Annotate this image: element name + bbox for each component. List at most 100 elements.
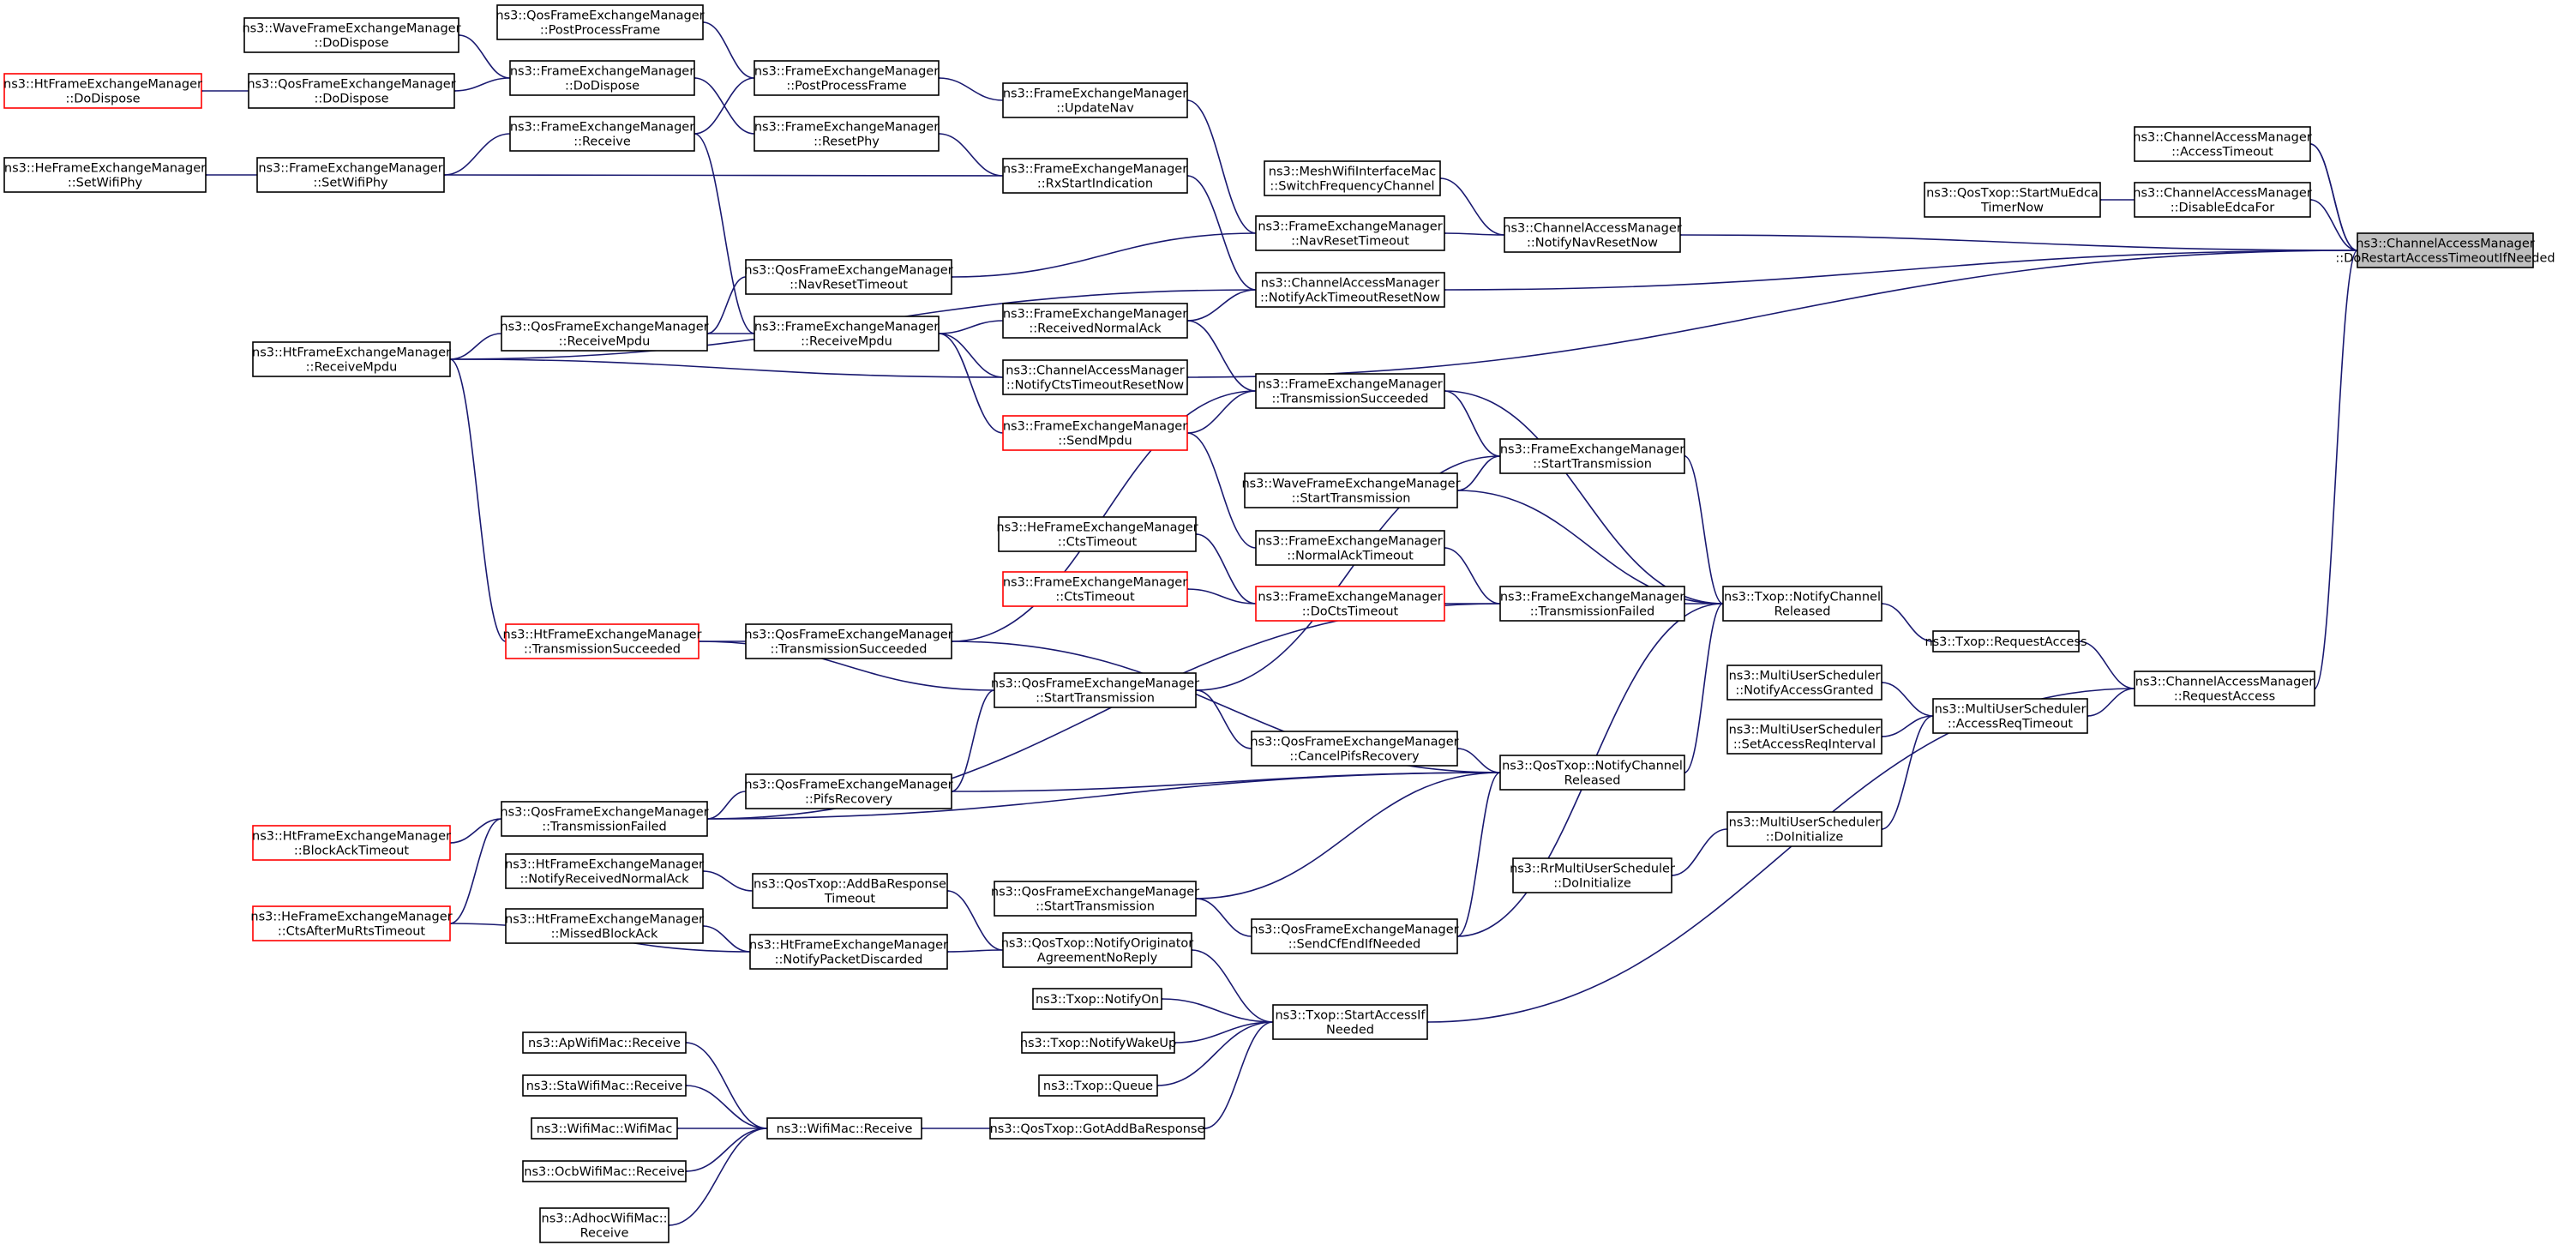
graph-node-rr-do-initialize[interactable]: ns3::RrMultiUserScheduler::DoInitialize bbox=[1510, 857, 1675, 893]
graph-node-fem-send-mpdu[interactable]: ns3::FrameExchangeManager::SendMpdu bbox=[1002, 415, 1188, 451]
node-box bbox=[1255, 530, 1445, 566]
graph-node-txop-request-access[interactable]: ns3::Txop::RequestAccess bbox=[1924, 630, 2087, 653]
node-label: ns3::FrameExchangeManager bbox=[1003, 420, 1187, 434]
graph-node-qfem-send-cf-end[interactable]: ns3::QosFrameExchangeManager::SendCfEndI… bbox=[1250, 918, 1459, 954]
graph-node-fem-rx-start[interactable]: ns3::FrameExchangeManager::RxStartIndica… bbox=[1002, 158, 1188, 194]
graph-node-txop-notify-on[interactable]: ns3::Txop::NotifyOn bbox=[1032, 988, 1162, 1010]
node-box bbox=[501, 316, 708, 352]
graph-node-qostxop-got-add-ba[interactable]: ns3::QosTxop::GotAddBaResponse bbox=[989, 1117, 1205, 1140]
graph-node-fem-normal-ack-timeout[interactable]: ns3::FrameExchangeManager::NormalAckTime… bbox=[1255, 530, 1445, 566]
graph-node-fem-receive-mpdu[interactable]: ns3::FrameExchangeManager::ReceiveMpdu bbox=[754, 316, 940, 352]
node-label: ::BlockAckTimeout bbox=[294, 845, 410, 858]
graph-node-fem-update-nav[interactable]: ns3::FrameExchangeManager::UpdateNav bbox=[1002, 82, 1188, 118]
graph-node-qfem-cancel-pifs[interactable]: ns3::QosFrameExchangeManager::CancelPifs… bbox=[1250, 731, 1459, 767]
graph-node-qfem-nav-reset-timeout[interactable]: ns3::QosFrameExchangeManager::NavResetTi… bbox=[744, 259, 953, 295]
node-label: ns3::QosTxop::AddBaResponse bbox=[754, 878, 946, 892]
graph-node-mus-access-req-timeout[interactable]: ns3::MultiUserScheduler::AccessReqTimeou… bbox=[1932, 698, 2088, 734]
graph-node-mesh-switch[interactable]: ns3::MeshWifiInterfaceMac::SwitchFrequen… bbox=[1264, 160, 1441, 196]
graph-node-fem-post-process[interactable]: ns3::FrameExchangeManager::PostProcessFr… bbox=[754, 60, 940, 96]
call-edge bbox=[1204, 1021, 1274, 1128]
node-label: ns3::ChannelAccessManager bbox=[1261, 277, 1440, 291]
graph-node-wifimac-wifimac[interactable]: ns3::WifiMac::WifiMac bbox=[531, 1117, 678, 1140]
node-label: ns3::QosFrameExchangeManager bbox=[744, 779, 952, 792]
graph-node-he-cts-after-mu-rts[interactable]: ns3::HeFrameExchangeManager::CtsAfterMuR… bbox=[250, 905, 453, 941]
graph-node-fem-do-dispose[interactable]: ns3::FrameExchangeManager::DoDispose bbox=[509, 60, 695, 96]
graph-node-txop-notify-wakeup[interactable]: ns3::Txop::NotifyWakeUp bbox=[1020, 1031, 1176, 1054]
node-label: ns3::QosFrameExchangeManager bbox=[991, 886, 1199, 899]
graph-node-qfem-pifs-recovery[interactable]: ns3::QosFrameExchangeManager::PifsRecove… bbox=[744, 773, 953, 809]
graph-node-ht-receive-mpdu[interactable]: ns3::HtFrameExchangeManager::ReceiveMpdu bbox=[252, 341, 451, 377]
node-label: ::NotifyPacketDiscarded bbox=[775, 953, 923, 967]
node-box bbox=[1002, 82, 1188, 118]
graph-node-fem-reset-phy[interactable]: ns3::FrameExchangeManager::ResetPhy bbox=[754, 116, 940, 152]
graph-node-ht-notify-received-normal-ack[interactable]: ns3::HtFrameExchangeManager::NotifyRecei… bbox=[505, 853, 704, 889]
graph-node-ht-notify-packet-discarded[interactable]: ns3::HtFrameExchangeManager::NotifyPacke… bbox=[749, 934, 948, 970]
node-label: ns3::HtFrameExchangeManager bbox=[749, 939, 948, 953]
graph-node-txop-queue[interactable]: ns3::Txop::Queue bbox=[1038, 1074, 1158, 1097]
graph-node-qfem-do-dispose[interactable]: ns3::QosFrameExchangeManager::DoDispose bbox=[247, 73, 456, 109]
graph-node-cam-notify-cts-timeout-reset[interactable]: ns3::ChannelAccessManager::NotifyCtsTime… bbox=[1002, 359, 1188, 395]
node-box bbox=[1726, 665, 1882, 701]
graph-node-fem-receive[interactable]: ns3::FrameExchangeManager::Receive bbox=[509, 116, 695, 152]
graph-node-qostxop-notify-originator[interactable]: ns3::QosTxop::NotifyOriginatorAgreementN… bbox=[1001, 932, 1194, 968]
graph-node-wave-start-tx[interactable]: ns3::WaveFrameExchangeManager::StartTran… bbox=[1241, 472, 1461, 508]
node-label: Timeout bbox=[824, 893, 876, 906]
node-box bbox=[2134, 671, 2315, 707]
graph-node-ht-tx-succeeded[interactable]: ns3::HtFrameExchangeManager::Transmissio… bbox=[503, 623, 702, 659]
graph-node-cam-notify-nav-reset-now[interactable]: ns3::ChannelAccessManager::NotifyNavRese… bbox=[1503, 217, 1682, 253]
graph-node-ht-block-ack-timeout[interactable]: ns3::HtFrameExchangeManager::BlockAckTim… bbox=[252, 825, 451, 861]
node-label: ns3::Txop::StartAccessIf bbox=[1275, 1009, 1426, 1023]
graph-node-mus-set-interval[interactable]: ns3::MultiUserScheduler::SetAccessReqInt… bbox=[1726, 719, 1882, 755]
node-label: ::StartTransmission bbox=[1036, 900, 1155, 914]
graph-node-fem-do-cts-timeout[interactable]: ns3::FrameExchangeManager::DoCtsTimeout bbox=[1255, 586, 1445, 622]
graph-node-qfem-tx-succeeded[interactable]: ns3::QosFrameExchangeManager::Transmissi… bbox=[744, 623, 953, 659]
graph-node-mus-notify-granted[interactable]: ns3::MultiUserScheduler::NotifyAccessGra… bbox=[1726, 665, 1882, 701]
graph-node-qfem-start-tx[interactable]: ns3::QosFrameExchangeManager::StartTrans… bbox=[991, 672, 1199, 708]
node-label: ::SetAccessReqInterval bbox=[1733, 738, 1876, 752]
graph-node-fem-set-wifi-phy[interactable]: ns3::FrameExchangeManager::SetWifiPhy bbox=[256, 157, 445, 193]
graph-node-qfem-post-process[interactable]: ns3::QosFrameExchangeManager::PostProces… bbox=[495, 4, 705, 40]
graph-node-sta-receive[interactable]: ns3::StaWifiMac::Receive bbox=[522, 1074, 687, 1097]
node-label: ::NotifyAckTimeoutResetNow bbox=[1260, 292, 1440, 305]
graph-node-ap-receive[interactable]: ns3::ApWifiMac::Receive bbox=[522, 1031, 687, 1054]
call-edge bbox=[1672, 828, 1728, 875]
graph-node-wifimac-receive[interactable]: ns3::WifiMac::Receive bbox=[766, 1117, 922, 1140]
graph-node-qfem-tx-failed[interactable]: ns3::QosFrameExchangeManager::Transmissi… bbox=[500, 801, 709, 837]
graph-node-fem-tx-failed[interactable]: ns3::FrameExchangeManager::TransmissionF… bbox=[1499, 586, 1685, 622]
node-box bbox=[1499, 438, 1685, 474]
node-label: ns3::MultiUserScheduler bbox=[1935, 703, 2087, 717]
graph-node-cam-notify-ack-timeout-reset[interactable]: ns3::ChannelAccessManager::NotifyAckTime… bbox=[1255, 272, 1445, 308]
graph-node-fem-tx-succeeded[interactable]: ns3::FrameExchangeManager::TransmissionS… bbox=[1255, 373, 1445, 409]
call-edge bbox=[1457, 455, 1501, 490]
node-box bbox=[252, 825, 451, 861]
node-label: ns3::FrameExchangeManager bbox=[1003, 308, 1187, 322]
graph-node-ocb-receive[interactable]: ns3::OcbWifiMac::Receive bbox=[522, 1160, 687, 1182]
graph-node-fem-cts-timeout[interactable]: ns3::FrameExchangeManager::CtsTimeout bbox=[1002, 571, 1188, 607]
call-edge bbox=[707, 791, 747, 819]
node-label: ::NotifyReceivedNormalAck bbox=[519, 873, 689, 887]
graph-node-fem-start-tx[interactable]: ns3::FrameExchangeManager::StartTransmis… bbox=[1499, 438, 1685, 474]
graph-node-he-set-wifi-phy[interactable]: ns3::HeFrameExchangeManager::SetWifiPhy bbox=[3, 157, 207, 193]
graph-node-adhoc-receive[interactable]: ns3::AdhocWifiMac::Receive bbox=[539, 1207, 670, 1243]
graph-node-qfem-start-tx2[interactable]: ns3::QosFrameExchangeManager::StartTrans… bbox=[991, 881, 1199, 917]
graph-node-fem-received-normal-ack[interactable]: ns3::FrameExchangeManager::ReceivedNorma… bbox=[1002, 303, 1188, 339]
node-label: ns3::QosFrameExchangeManager bbox=[1250, 923, 1458, 937]
graph-node-fem-nav-reset-timeout[interactable]: ns3::FrameExchangeManager::NavResetTimeo… bbox=[1255, 215, 1445, 251]
graph-node-cam-request-access[interactable]: ns3::ChannelAccessManager::RequestAccess bbox=[2134, 671, 2315, 707]
graph-node-he-cts-timeout[interactable]: ns3::HeFrameExchangeManager::CtsTimeout bbox=[996, 516, 1198, 552]
graph-node-cam-access-timeout[interactable]: ns3::ChannelAccessManager::AccessTimeout bbox=[2133, 126, 2312, 162]
graph-node-cam-disable-edca[interactable]: ns3::ChannelAccessManager::DisableEdcaFo… bbox=[2133, 182, 2312, 218]
graph-node-ht-missed-block-ack[interactable]: ns3::HtFrameExchangeManager::MissedBlock… bbox=[505, 908, 704, 944]
graph-node-mus-do-initialize[interactable]: ns3::MultiUserScheduler::DoInitialize bbox=[1726, 811, 1882, 847]
call-edge bbox=[1187, 250, 2358, 377]
graph-node-wave-do-dispose[interactable]: ns3::WaveFrameExchangeManager::DoDispose bbox=[242, 17, 461, 53]
graph-node-qfem-receive-mpdu[interactable]: ns3::QosFrameExchangeManager::ReceiveMpd… bbox=[500, 316, 709, 352]
graph-node-root[interactable]: ns3::ChannelAccessManager::DoRestartAcce… bbox=[2335, 232, 2555, 268]
graph-node-ht-do-dispose[interactable]: ns3::HtFrameExchangeManager::DoDispose bbox=[3, 73, 202, 109]
